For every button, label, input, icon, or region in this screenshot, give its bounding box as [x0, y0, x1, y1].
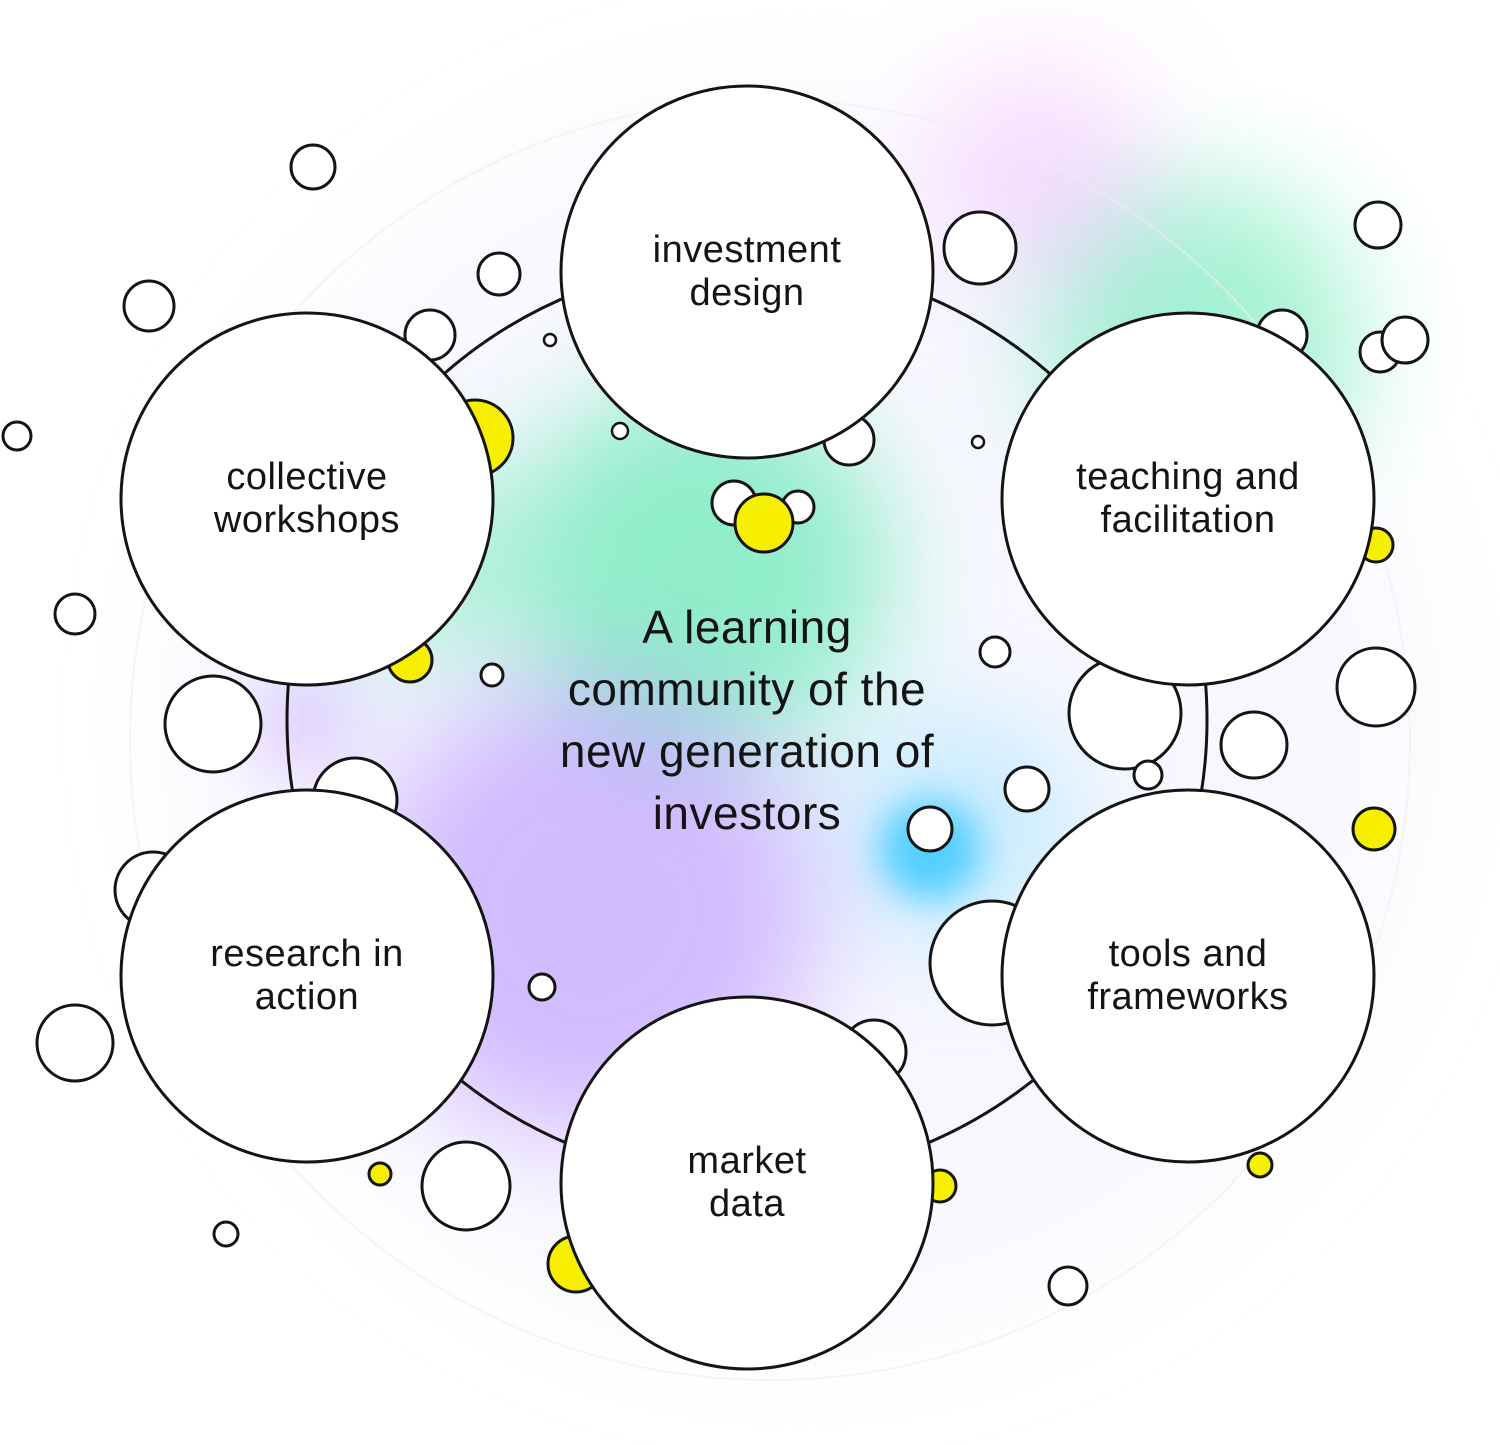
glow-green-center [510, 380, 890, 760]
node-label-research-in-action: research in action [210, 933, 403, 1019]
node-label-market-data: market data [687, 1140, 806, 1226]
yellow-bubble [733, 492, 795, 554]
node-circle-market-data [559, 995, 935, 1371]
node-label-teaching-and-facilitation: teaching and facilitation [1076, 456, 1300, 542]
white-bubble [1219, 710, 1289, 780]
node-circle-collective-workshops [119, 311, 495, 687]
node-label-investment-design: investment design [653, 229, 842, 315]
center-title-line: A learning [642, 601, 852, 653]
white-bubble [1, 420, 33, 452]
node-label-line: market [687, 1140, 807, 1182]
node-label-line: research in [210, 933, 404, 975]
center-title-line: investors [652, 787, 842, 839]
white-bubble [289, 143, 337, 191]
yellow-bubble [1246, 1151, 1274, 1179]
node-label-line: design [689, 272, 805, 314]
white-bubble [476, 251, 522, 297]
white-bubble [1335, 646, 1417, 728]
node-circle-tools-and-frameworks [1000, 788, 1376, 1164]
node-label-line: workshops [213, 499, 401, 541]
yellow-bubble [367, 1161, 393, 1187]
white-bubble [212, 1220, 240, 1248]
white-bubble [610, 421, 630, 441]
white-bubble [970, 434, 986, 450]
white-bubble [906, 805, 954, 853]
node-label-line: collective [226, 456, 388, 498]
white-bubble [1047, 1265, 1089, 1307]
node-circle-research-in-action [119, 788, 495, 1164]
white-bubble [542, 332, 558, 348]
white-bubble [163, 674, 263, 774]
white-bubble [1132, 759, 1164, 791]
node-label-tools-and-frameworks: tools and frameworks [1087, 933, 1288, 1019]
node-label-line: teaching and [1076, 456, 1300, 498]
node-label-line: tools and [1108, 933, 1268, 975]
node-label-line: facilitation [1100, 499, 1276, 541]
yellow-bubble [1351, 806, 1397, 852]
node-label-line: action [254, 976, 360, 1018]
glow-purple-left [240, 660, 360, 780]
decorative-bubbles-front [733, 492, 795, 554]
node-label-line: frameworks [1087, 976, 1289, 1018]
white-bubble [1003, 765, 1051, 813]
node-circle-investment-design [559, 84, 935, 460]
white-bubble [527, 972, 557, 1002]
white-bubble [479, 662, 505, 688]
node-label-line: investment [652, 229, 842, 271]
center-title-line: community of the [567, 663, 927, 715]
white-bubble [53, 592, 97, 636]
white-bubble [122, 279, 176, 333]
white-bubble [420, 1140, 512, 1232]
node-circle-teaching-and-facilitation [1000, 311, 1376, 687]
white-bubble [1353, 200, 1403, 250]
white-bubble [1380, 315, 1430, 365]
white-bubble [942, 210, 1018, 286]
white-bubble [35, 1003, 115, 1083]
center-title-line: new generation of [559, 725, 935, 777]
white-bubble [978, 635, 1012, 669]
node-label-collective-workshops: collective workshops [214, 456, 400, 542]
topic-node-circles [119, 84, 1376, 1371]
node-label-line: data [709, 1183, 785, 1225]
center-title: A learning community of the new generati… [560, 596, 934, 844]
